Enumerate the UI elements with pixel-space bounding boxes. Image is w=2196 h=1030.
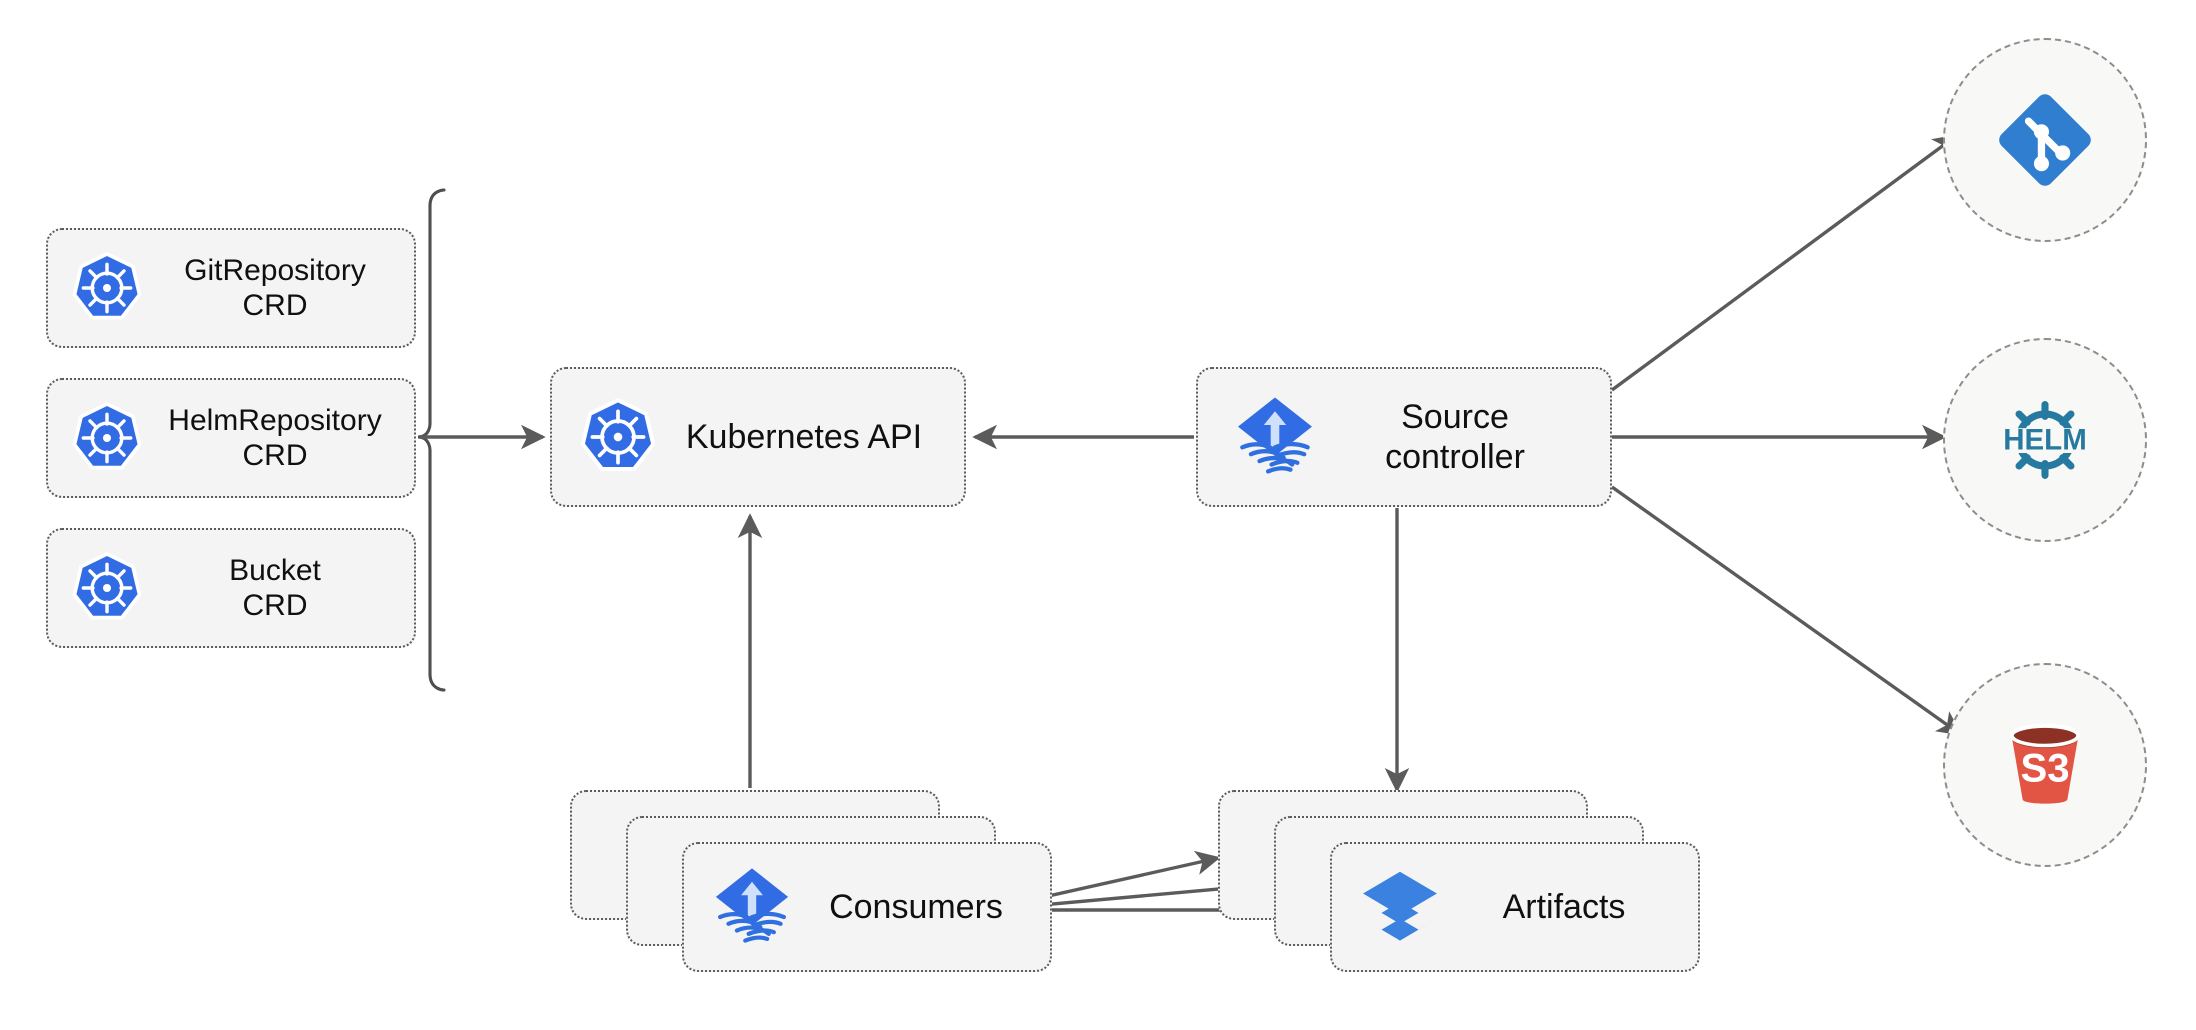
s3-bucket-icon: S3 — [1986, 706, 2104, 824]
kubernetes-icon — [578, 397, 658, 477]
node-source-controller[interactable]: Source controller — [1196, 367, 1612, 507]
artifacts-stack-sheet-front[interactable]: Artifacts — [1330, 842, 1700, 972]
node-label: Kubernetes API — [685, 417, 923, 456]
flux-icon — [710, 865, 794, 949]
kubernetes-icon — [70, 401, 144, 475]
node-kubernetes-api[interactable]: Kubernetes API — [550, 367, 966, 507]
node-bucket-crd[interactable]: Bucket CRD — [46, 528, 416, 648]
node-helm-source[interactable]: HELM — [1943, 338, 2147, 542]
s3-wordmark: S3 — [2020, 746, 2069, 791]
node-artifacts[interactable]: Artifacts — [1218, 790, 1700, 972]
helm-wordmark: HELM — [2003, 423, 2087, 456]
node-label: Consumers — [829, 887, 1003, 926]
node-git-source[interactable] — [1943, 38, 2147, 242]
node-gitrepository-crd[interactable]: GitRepository CRD — [46, 228, 416, 348]
helm-icon: HELM — [1986, 381, 2104, 499]
node-label: Artifacts — [1502, 887, 1626, 926]
edge-controller-to-git — [1610, 134, 1959, 392]
node-helmrepository-crd[interactable]: HelmRepository CRD — [46, 378, 416, 498]
node-label: Source controller — [1385, 397, 1525, 476]
node-label: HelmRepository CRD — [168, 403, 382, 472]
node-consumers[interactable]: Consumers — [570, 790, 1052, 972]
consumers-stack-sheet-front[interactable]: Consumers — [682, 842, 1052, 972]
git-icon — [1986, 81, 2104, 199]
node-label: GitRepository CRD — [184, 253, 366, 322]
crd-group-bracket — [417, 188, 446, 692]
layers-icon — [1358, 865, 1442, 949]
flux-icon — [1232, 394, 1318, 480]
kubernetes-icon — [70, 251, 144, 325]
node-s3-source[interactable]: S3 — [1943, 663, 2147, 867]
kubernetes-icon — [70, 551, 144, 625]
edge-controller-to-s3 — [1611, 485, 1963, 736]
node-label: Bucket CRD — [229, 553, 321, 622]
